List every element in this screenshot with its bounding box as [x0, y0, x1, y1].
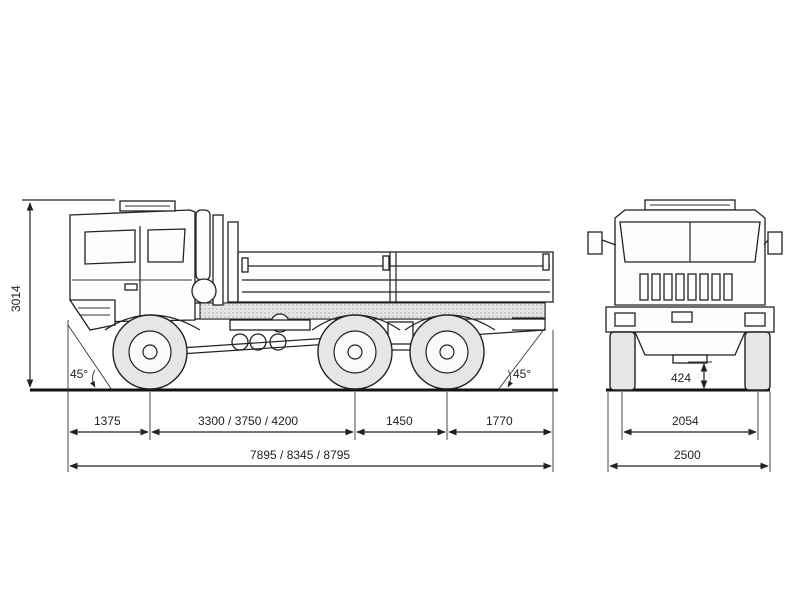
front-wheel [112, 314, 188, 390]
rear-wheel-2 [409, 314, 485, 390]
wheelbase-label: 3300 / 3750 / 4200 [198, 414, 298, 428]
overall-height-label: 3014 [9, 285, 23, 312]
front-overhang-label: 1375 [94, 414, 121, 428]
truck-front-view [587, 199, 783, 391]
truck-side-view [67, 200, 554, 391]
departure-angle-line [497, 327, 546, 391]
track-width-label: 2054 [672, 414, 699, 428]
approach-angle-label: 45° [70, 367, 88, 381]
rear-wheel-1 [317, 314, 393, 390]
rear-overhang-label: 1770 [486, 414, 513, 428]
ground-clearance-label: 424 [671, 371, 691, 385]
tandem-spacing-label: 1450 [386, 414, 413, 428]
overall-width-label: 2500 [674, 448, 701, 462]
departure-angle-label: 45° [513, 367, 531, 381]
front-grille [639, 273, 733, 301]
approach-angle-line [67, 324, 113, 391]
overall-length-label: 7895 / 8345 / 8795 [250, 448, 350, 462]
